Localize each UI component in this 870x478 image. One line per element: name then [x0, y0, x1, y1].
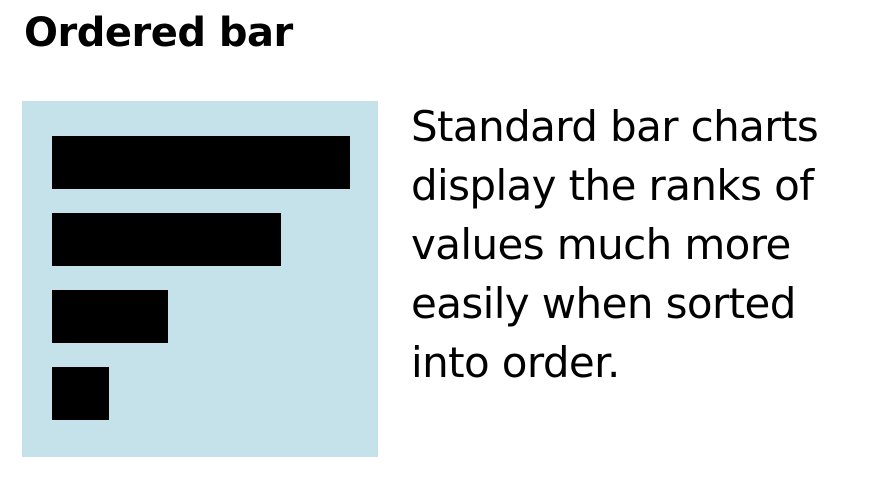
- icon-bar: [52, 290, 168, 343]
- icon-bar: [52, 136, 350, 189]
- icon-bar: [52, 367, 109, 420]
- chart-type-description: Standard bar charts display the ranks of…: [411, 102, 819, 387]
- ordered-bar-icon: [22, 101, 378, 457]
- chart-type-title: Ordered bar: [24, 10, 293, 56]
- icon-bar: [52, 213, 281, 266]
- ordered-bar-icon-graphic: [52, 136, 350, 420]
